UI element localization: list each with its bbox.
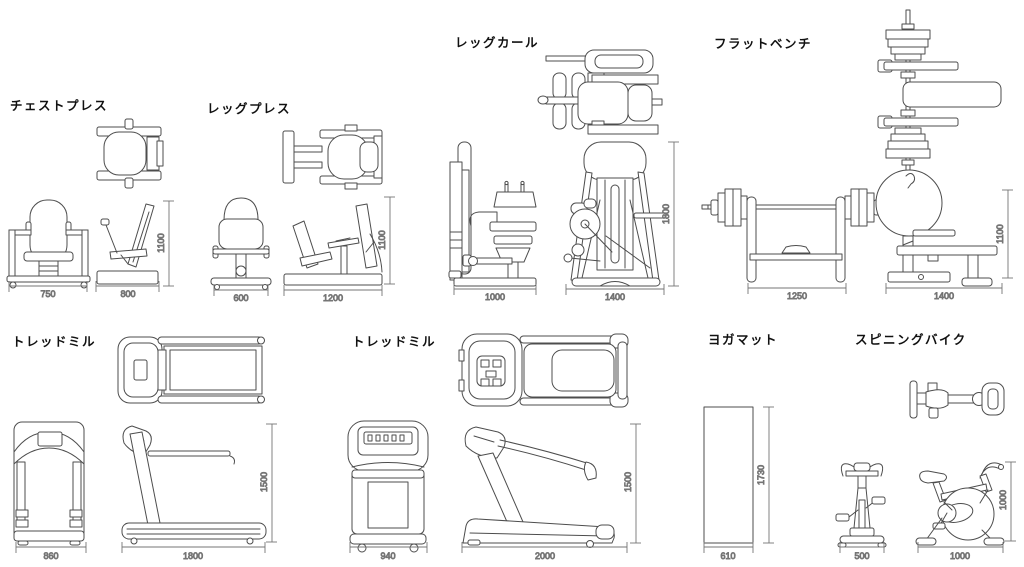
flat-bench-width-dim: 1250 [747,283,847,301]
treadmill-a-width-dim: 860 [15,542,87,561]
chest-press-figure: チェストプレス [6,98,174,299]
dimension-value: 1500 [259,472,269,492]
chest-press-side-view [96,203,159,285]
dimension-value: 1800 [183,551,203,561]
equipment-label: レッグカール [455,35,539,50]
dimension-value: 1100 [377,230,387,249]
dimension-value: 600 [233,293,248,303]
dimension-value: 1100 [995,224,1005,243]
dimension-value: 500 [854,551,869,561]
yoga-mat-height-dim: 1730 [756,406,774,544]
dimension-value: 1400 [605,292,625,302]
leg-curl-top-view [537,49,663,135]
chest-press-depth-dim: 800 [95,281,160,299]
leg-curl-side-view [448,141,537,287]
equipment-label: レッグプレス [207,101,291,116]
treadmill-a-figure: トレッドミル [12,335,277,561]
treadmill-b-figure: トレッドミル [347,333,641,561]
equipment-label: トレッドミル [12,335,96,349]
chest-press-front-view [6,199,91,289]
dimension-value: 750 [40,289,55,299]
equipment-label: ヨガマット [708,332,778,347]
leg-curl-height-dim: 1800 [661,141,679,287]
yoga-mat-figure: ヨガマット 610 1730 [703,332,778,561]
flat-bench-depth-dim: 1400 [885,283,1003,301]
bike-saddle [919,470,947,484]
treadmill-a-height-dim: 1500 [259,423,277,543]
leg-curl-front-view [563,141,667,287]
leg-press-top-view [282,124,383,190]
equipment-label: スピニングバイク [855,332,967,347]
flat-bench-side-view [875,169,998,287]
dimension-value: 860 [43,551,58,561]
leg-press-figure: レッグプレス [207,101,395,303]
leg-press-side-view [283,203,383,286]
dimension-value: 1000 [998,490,1008,510]
flat-bench-figure: フラットベンチ [701,9,1013,301]
dimension-value: 1730 [756,465,766,485]
leg-curl-depth-dim: 1400 [565,284,665,302]
treadmill-b-depth-dim: 2000 [461,542,628,561]
flat-bench-height-dim: 1100 [995,189,1013,279]
equipment-label: チェストプレス [10,98,108,113]
spinning-bike-width-dim: 500 [839,542,885,561]
treadmill-b-top-view [458,333,629,408]
dimension-value: 1400 [934,291,954,301]
treadmill-b-front-view [347,420,429,553]
spinning-bike-side-view [915,462,1005,546]
leg-press-width-dim: 600 [213,285,269,303]
dimension-value: 1000 [485,292,505,302]
treadmill-a-front-view [13,421,85,546]
spinning-bike-height-dim: 1000 [998,461,1016,542]
leg-press-depth-dim: 1200 [283,285,383,303]
treadmill-b-width-dim: 940 [349,542,428,561]
treadmill-a-depth-dim: 1800 [121,542,266,561]
treadmill-a-top-view [117,336,265,404]
dimension-value: 610 [720,551,735,561]
dimension-value: 1200 [323,293,343,303]
spinning-bike-front-view [835,462,887,548]
equipment-label: トレッドミル [352,335,436,349]
treadmill-b-height-dim: 1500 [623,423,641,544]
leg-press-height-dim: 1100 [377,196,395,285]
yoga-mat-plan-view [703,406,754,544]
equipment-label: フラットベンチ [714,37,812,51]
dimension-value: 1000 [950,551,970,561]
dimension-value: 940 [380,551,395,561]
leg-curl-width-dim: 1000 [453,284,537,302]
treadmill-a-side-view [121,425,267,545]
chest-press-top-view [96,118,164,189]
leg-press-front-view [210,197,272,290]
spinning-bike-top-view [909,380,1005,419]
chest-press-width-dim: 750 [8,281,88,299]
leg-curl-figure: レッグカール [448,35,679,302]
spinning-bike-depth-dim: 1000 [917,542,1004,561]
dimension-value: 1100 [156,233,166,252]
yoga-mat-width-dim: 610 [703,542,754,561]
chest-press-height-dim: 1100 [156,200,174,287]
dimension-value: 1500 [623,472,633,492]
spinning-bike-figure: スピニングバイク [835,332,1016,561]
treadmill-b-side-view [462,426,615,548]
dimension-value: 2000 [535,551,555,561]
dimension-value: 1250 [787,291,807,301]
dimension-value: 800 [120,289,135,299]
dimension-value: 1800 [661,204,671,224]
